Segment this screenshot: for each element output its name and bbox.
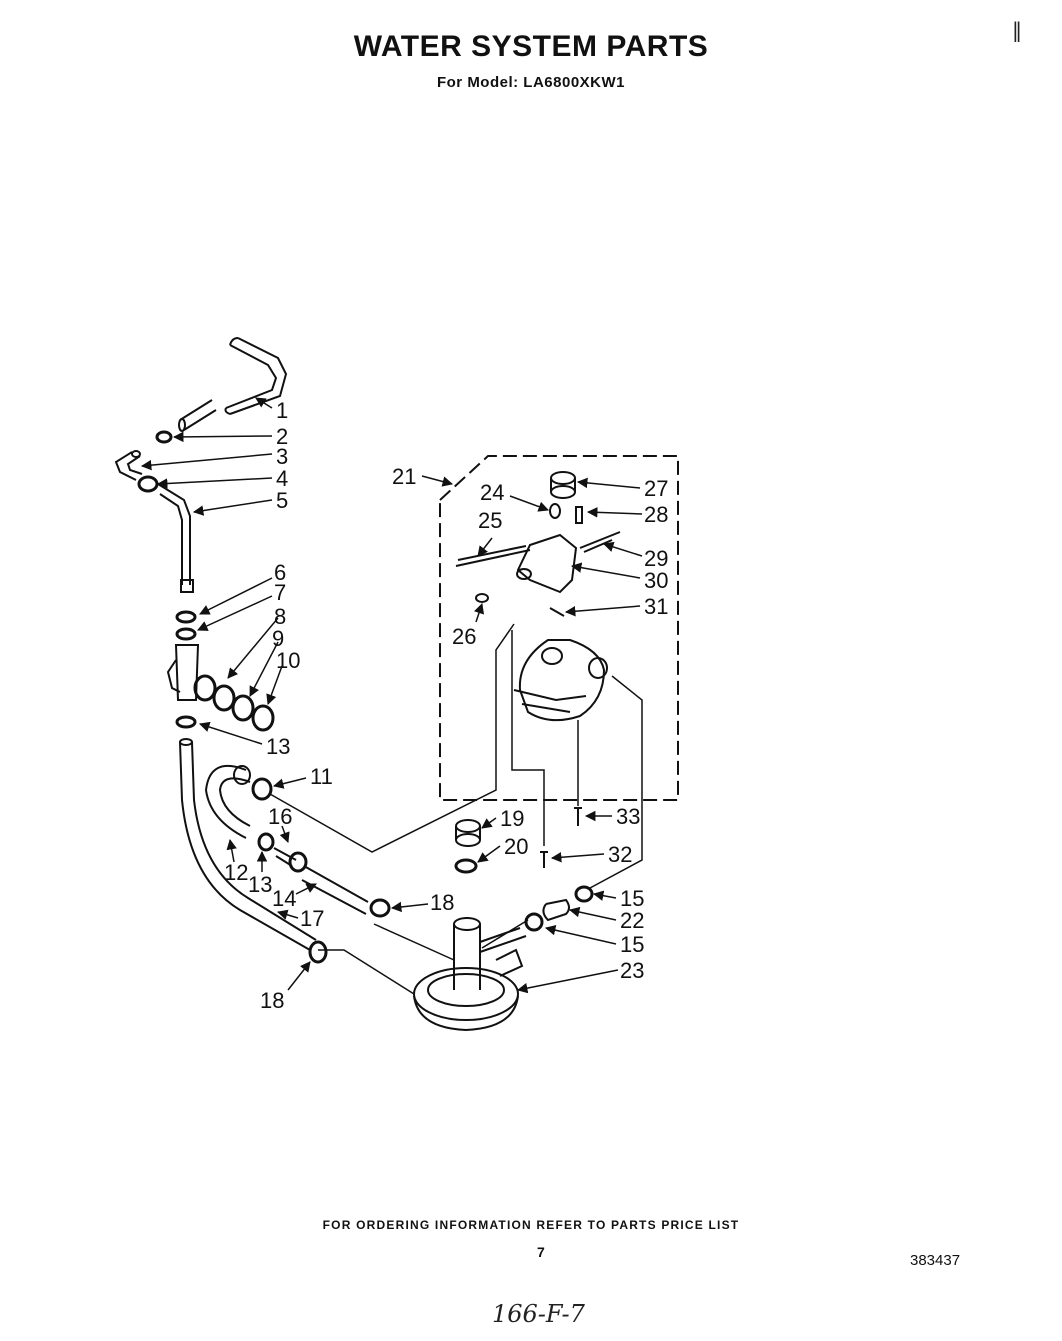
assembly-21-pump-parts (455, 471, 621, 722)
part-label-6: 6 (274, 560, 286, 585)
part-label-15-lower: 15 (620, 932, 644, 957)
part-label-26: 26 (452, 624, 476, 649)
assembly-21-boundary (439, 455, 679, 801)
part-label-29: 29 (644, 546, 668, 571)
part-3-elbow (114, 450, 143, 481)
model-subtitle: For Model: LA6800XKW1 (436, 74, 626, 91)
parts-6-13-valve-assembly (166, 610, 275, 732)
part-label-28: 28 (644, 502, 668, 527)
part-number-labels: 1 2 3 4 5 6 7 8 9 10 13 11 16 12 13 14 1… (224, 398, 668, 1013)
part-1-drain-hose (178, 337, 288, 432)
part-label-21: 21 (392, 464, 416, 489)
part-label-12: 12 (224, 860, 248, 885)
part-label-30: 30 (644, 568, 668, 593)
part-12-hose (204, 765, 273, 839)
part-label-25: 25 (478, 508, 502, 533)
document-number: 383437 (910, 1252, 961, 1269)
part-label-32: 32 (608, 842, 632, 867)
part-label-24: 24 (480, 480, 504, 505)
part-label-18-left: 18 (260, 988, 284, 1013)
part-label-1: 1 (276, 398, 288, 423)
part-label-3: 3 (276, 444, 288, 469)
part-label-7: 7 (274, 580, 286, 605)
part-label-20: 20 (504, 834, 528, 859)
part-label-18-right: 18 (430, 890, 454, 915)
part-label-13-lower: 13 (248, 872, 272, 897)
part-label-10: 10 (276, 648, 300, 673)
part-4-clamp (137, 475, 159, 493)
part-label-22: 22 (620, 908, 644, 933)
part-2-clamp (155, 430, 173, 444)
part-label-27: 27 (644, 476, 668, 501)
part-label-15-upper: 15 (620, 886, 644, 911)
corner-mark: ‖ (1012, 18, 1022, 42)
page-number: 7 (537, 1244, 545, 1260)
part-23-sump (413, 917, 527, 1032)
part-17-hose (179, 738, 328, 964)
part-label-19: 19 (500, 806, 524, 831)
parts-15-22-15 (524, 885, 594, 932)
part-label-2: 2 (276, 424, 288, 449)
part-label-5: 5 (276, 488, 288, 513)
part-label-9: 9 (272, 626, 284, 651)
parts-19-20-32-33 (454, 807, 582, 874)
part-label-16: 16 (268, 804, 292, 829)
part-label-13-upper: 13 (266, 734, 290, 759)
part-5-hose (157, 483, 194, 593)
part-label-17: 17 (300, 906, 324, 931)
page-title: WATER SYSTEM PARTS (353, 30, 709, 63)
part-label-23: 23 (620, 958, 644, 983)
assembly-leader-lines (269, 623, 643, 995)
part-label-14: 14 (272, 886, 296, 911)
part-label-8: 8 (274, 604, 286, 629)
part-label-11: 11 (310, 764, 333, 789)
part-label-33: 33 (616, 804, 640, 829)
part-label-4: 4 (276, 466, 288, 491)
part-label-31: 31 (644, 594, 668, 619)
handwritten-note: 166-F-7 (492, 1300, 585, 1328)
ordering-info-note: FOR ORDERING INFORMATION REFER TO PARTS … (322, 1218, 740, 1232)
label-arrows (140, 397, 643, 994)
